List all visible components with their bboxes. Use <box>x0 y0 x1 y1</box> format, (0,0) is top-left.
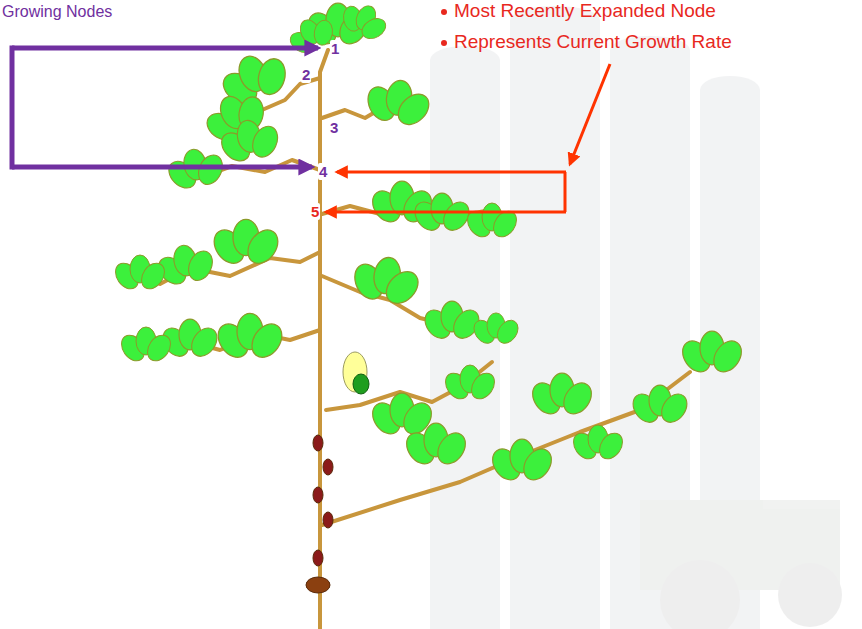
leaf-cluster <box>344 251 427 313</box>
leaf <box>242 224 284 269</box>
leaf <box>184 247 217 284</box>
leaf-cluster <box>213 115 287 170</box>
leaf <box>708 336 747 377</box>
leaf-cluster <box>463 203 521 241</box>
expanded-node-bracket <box>564 172 567 212</box>
callout-number: 5 <box>310 203 320 220</box>
cotyledon-scar <box>306 577 330 593</box>
stem-branch <box>322 372 690 525</box>
cotton-plant <box>111 0 747 629</box>
leaf <box>467 369 499 403</box>
leaf <box>194 151 227 188</box>
silo-shape <box>510 20 600 629</box>
leaf-cluster <box>487 439 557 485</box>
leaf <box>518 444 557 485</box>
leaf-cluster <box>410 193 474 235</box>
leaf <box>186 323 222 361</box>
growing-nodes-bracket <box>10 48 15 167</box>
tractor-wheel <box>778 563 842 627</box>
leaf <box>255 56 290 98</box>
leaf <box>246 318 288 363</box>
fruit-scar <box>313 487 323 503</box>
leaf-cluster <box>281 9 343 62</box>
callout-number: 3 <box>329 119 339 136</box>
leaf <box>248 122 282 161</box>
leaf <box>432 428 471 469</box>
callout-title: Growing Nodes <box>2 3 112 21</box>
tractor-wheel <box>660 560 740 629</box>
leaf <box>493 316 522 347</box>
fruit-scar <box>323 512 333 528</box>
leaf-cluster <box>569 425 627 463</box>
leaf <box>137 259 169 293</box>
leaf-cluster <box>401 423 471 469</box>
silo-shape <box>430 60 500 629</box>
leader-arrow <box>326 211 566 214</box>
bullet <box>441 40 447 46</box>
leaf-cluster <box>212 313 288 363</box>
callout-note: Most Recently Expanded Node <box>454 0 716 22</box>
green-boll <box>353 374 369 394</box>
leaf <box>558 378 597 419</box>
leaf-cluster <box>527 373 597 419</box>
leaf <box>143 331 175 365</box>
leader-arrow <box>12 46 318 51</box>
fruit-scar <box>313 550 323 566</box>
leaf <box>380 265 424 309</box>
leader-arrow <box>337 171 566 174</box>
leaf-cluster <box>111 255 169 293</box>
leader-arrow <box>570 64 610 164</box>
leaf-cluster <box>420 301 484 343</box>
leaf <box>656 389 692 427</box>
leaf-cluster <box>208 219 284 269</box>
leaf <box>358 14 389 42</box>
leaf-cluster <box>628 385 692 427</box>
leader-arrow <box>12 165 312 170</box>
stem-branch <box>320 50 328 629</box>
fruit-scar <box>313 435 323 451</box>
bullet <box>441 9 447 15</box>
leaf-cluster <box>358 74 438 134</box>
callout-number: 4 <box>318 163 328 180</box>
background-watermark <box>430 6 842 629</box>
leaf-cluster <box>333 0 395 49</box>
silo-roof <box>700 76 760 104</box>
callout-note: Represents Current Growth Rate <box>454 31 732 53</box>
leaf-cluster <box>677 331 747 377</box>
leaf-cluster <box>470 313 523 347</box>
fruit-scar <box>323 459 333 475</box>
leaf <box>595 429 627 463</box>
leaf-cluster <box>161 144 232 197</box>
leaf <box>392 88 434 130</box>
leaf-cluster <box>117 327 175 365</box>
callout-number: 2 <box>301 66 311 83</box>
callout-number: 1 <box>330 40 340 57</box>
leaf-cluster <box>441 365 499 403</box>
